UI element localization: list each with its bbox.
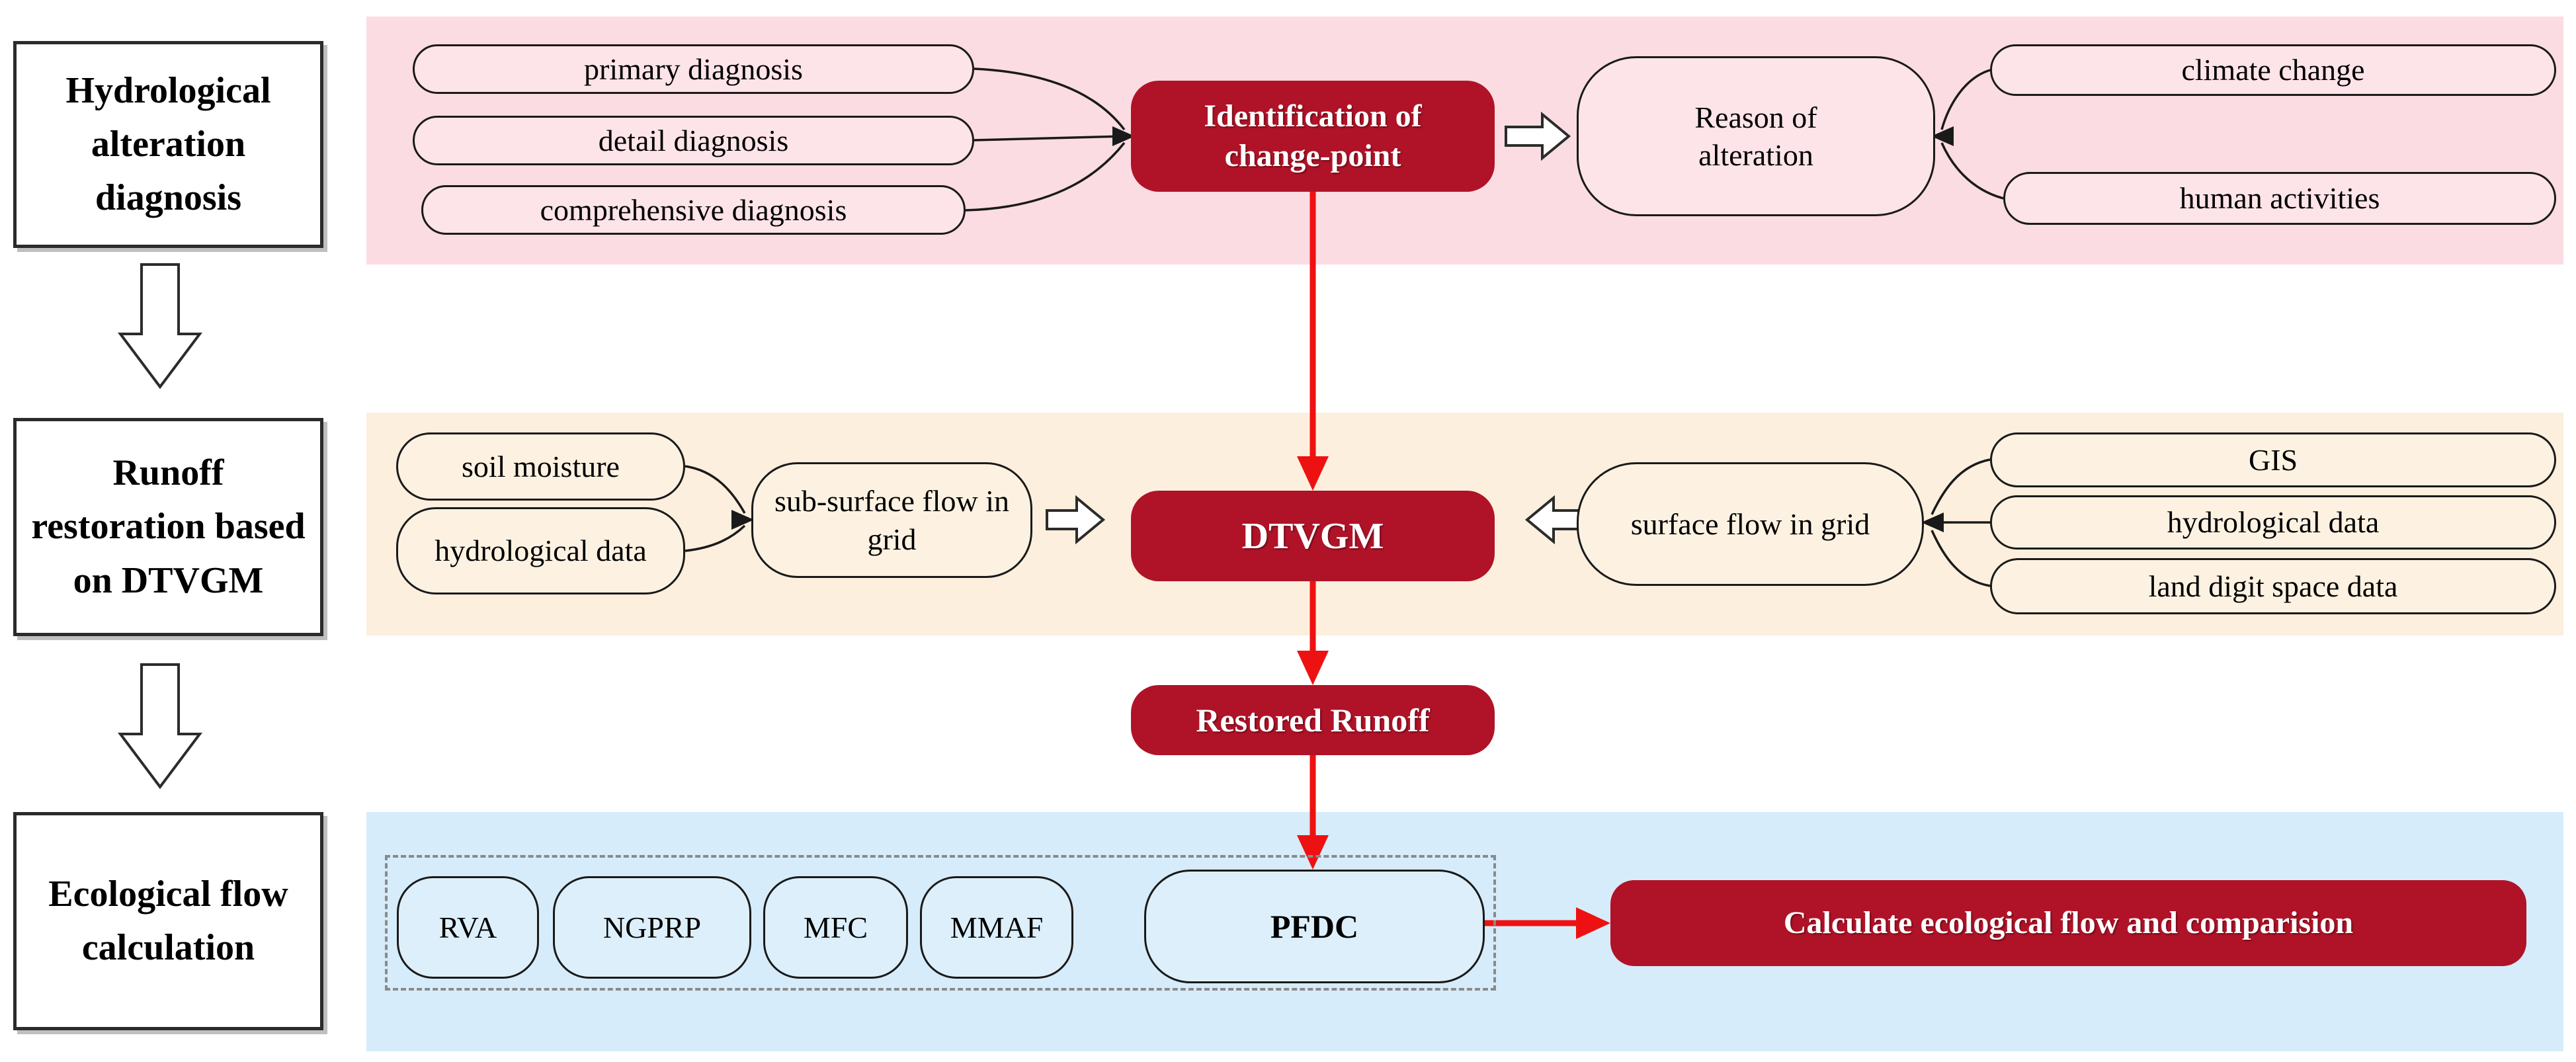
diagnosis-input-detail: detail diagnosis [413,116,974,165]
input-hydrological-data-left-label: hydrological data [435,534,647,568]
input-gis-label: GIS [2248,442,2298,477]
stage-down-arrow-icon [118,663,202,790]
diagnosis-input-comprehensive-label: comprehensive diagnosis [540,192,847,227]
reason-of-alteration-box: Reason of alteration [1577,56,1935,216]
input-soil-moisture-label: soil moisture [462,449,620,483]
stage-diagnosis-label: Hydrological alteration diagnosis [65,69,271,219]
identification-change-point-box: Identification of change-point [1131,81,1495,192]
method-ngprp: NGPRP [553,876,751,979]
stage-restoration-box: Runoff restoration based on DTVGM [13,418,323,636]
identification-change-point-label: Identification of change-point [1204,99,1422,173]
calculate-ecological-flow-label: Calculate ecological flow and comparisio… [1783,905,2354,940]
diagnosis-input-comprehensive: comprehensive diagnosis [421,185,966,235]
method-mmaf-label: MMAF [950,910,1044,944]
dtvgm-box: DTVGM [1131,491,1495,581]
sub-surface-flow-label: sub-surface flow in grid [774,484,1010,556]
stage-calculation-label: Ecological flow calculation [48,873,288,968]
method-mfc: MFC [763,876,908,979]
method-ngprp-label: NGPRP [602,910,702,944]
input-hydrological-data-left: hydrological data [396,507,685,594]
stage-down-arrow-icon [118,263,202,389]
dtvgm-label: DTVGM [1241,515,1384,557]
method-rva: RVA [397,876,539,979]
cause-human-activities: human activities [2003,172,2556,225]
sub-surface-flow-box: sub-surface flow in grid [751,462,1032,578]
restored-runoff-label: Restored Runoff [1196,701,1430,739]
input-land-digit-space-data-label: land digit space data [2148,569,2398,603]
stage-diagnosis-box: Hydrological alteration diagnosis [13,41,323,248]
input-gis: GIS [1990,432,2556,487]
cause-human-activities-label: human activities [2179,181,2380,216]
diagnosis-input-primary: primary diagnosis [413,44,974,94]
method-rva-label: RVA [438,910,497,944]
reason-of-alteration-label: Reason of alteration [1694,100,1817,173]
surface-flow-box: surface flow in grid [1577,462,1924,586]
methods-group-box [385,855,1496,991]
input-soil-moisture: soil moisture [396,432,685,501]
surface-flow-label: surface flow in grid [1630,507,1870,541]
cause-climate-change-label: climate change [2181,53,2365,87]
input-land-digit-space-data: land digit space data [1990,558,2556,614]
input-hydrological-data-right: hydrological data [1990,495,2556,550]
stage-restoration-label: Runoff restoration based on DTVGM [31,452,306,601]
method-mfc-label: MFC [803,910,868,944]
method-pfdc: PFDC [1144,870,1485,983]
calculate-ecological-flow-box: Calculate ecological flow and comparisio… [1610,880,2526,966]
method-mmaf: MMAF [920,876,1073,979]
method-pfdc-label: PFDC [1270,907,1359,945]
cause-climate-change: climate change [1990,44,2556,96]
restored-runoff-box: Restored Runoff [1131,685,1495,755]
stage-calculation-box: Ecological flow calculation [13,812,323,1030]
diagnosis-input-detail-label: detail diagnosis [598,123,789,157]
diagnosis-input-primary-label: primary diagnosis [584,52,803,86]
input-hydrological-data-right-label: hydrological data [2167,505,2380,540]
